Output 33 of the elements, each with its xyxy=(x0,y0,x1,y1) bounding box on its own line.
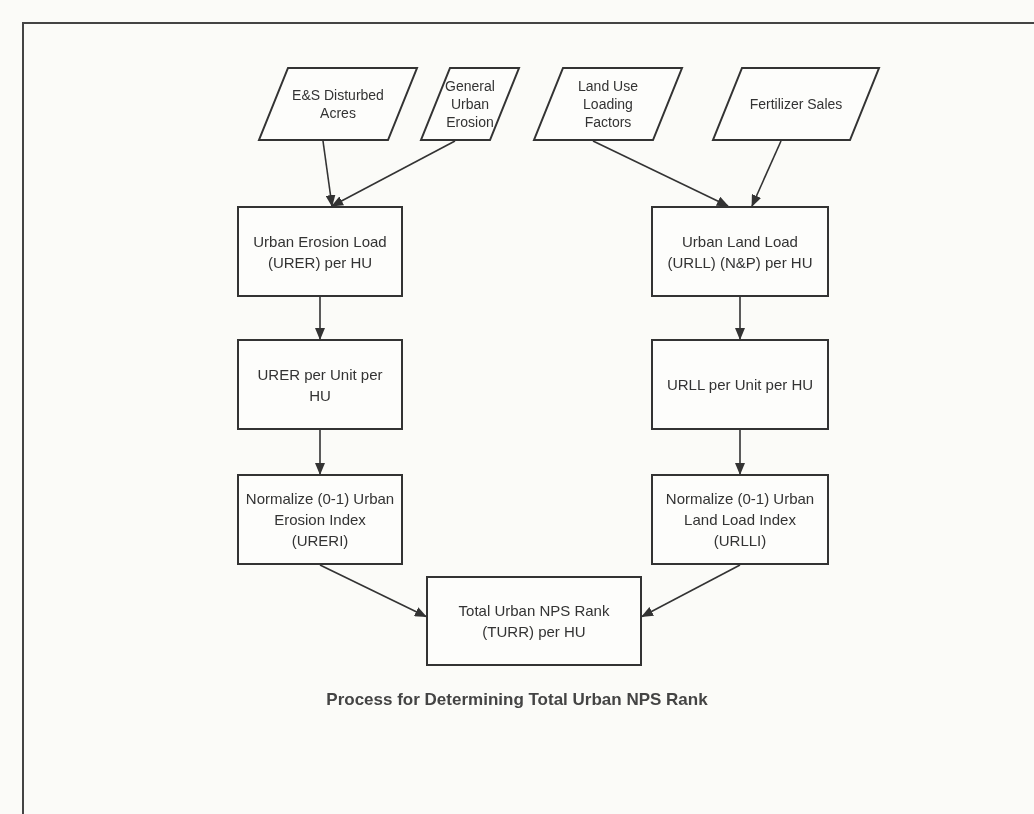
arrow xyxy=(315,429,325,475)
node-text: Total Urban NPS Rank (TURR) per HU xyxy=(457,601,611,642)
process-box xyxy=(237,474,403,565)
node-text: Urban Erosion Load (URER) per HU xyxy=(252,231,388,273)
process-box xyxy=(651,474,829,565)
arrow xyxy=(735,429,745,475)
node-text: Urban Land Load (URLL) (N&P) per HU xyxy=(666,231,814,273)
node-text: Normalize (0-1) Urban Erosion Index (URERI) xyxy=(245,489,395,551)
node-text: URLL per Unit per HU xyxy=(666,375,814,395)
process-box xyxy=(651,206,829,297)
node-text: Fertilizer Sales xyxy=(749,94,843,114)
input-parallelogram xyxy=(533,67,683,141)
process-box xyxy=(237,206,403,297)
node-text: Land Use Loading Factors xyxy=(577,76,639,132)
process-box xyxy=(426,576,642,666)
arrow xyxy=(592,140,729,207)
process-box xyxy=(237,339,403,430)
arrow xyxy=(641,564,741,618)
node-text: General Urban Erosion xyxy=(445,76,495,132)
input-parallelogram xyxy=(258,67,418,141)
node-text: Normalize (0-1) Urban Land Load Index (URLLI) xyxy=(664,489,816,551)
input-parallelogram xyxy=(420,67,520,141)
arrow xyxy=(735,296,745,340)
caption: Process for Determining Total Urban NPS Rank xyxy=(325,690,709,710)
arrow xyxy=(315,296,325,340)
arrow xyxy=(751,140,782,207)
node-text: URER per Unit per HU xyxy=(256,364,384,406)
arrow xyxy=(331,140,456,207)
node-text: E&S Disturbed Acres xyxy=(292,85,384,123)
process-box xyxy=(651,339,829,430)
arrow xyxy=(319,564,427,618)
input-parallelogram xyxy=(712,67,880,141)
arrow xyxy=(322,140,336,207)
